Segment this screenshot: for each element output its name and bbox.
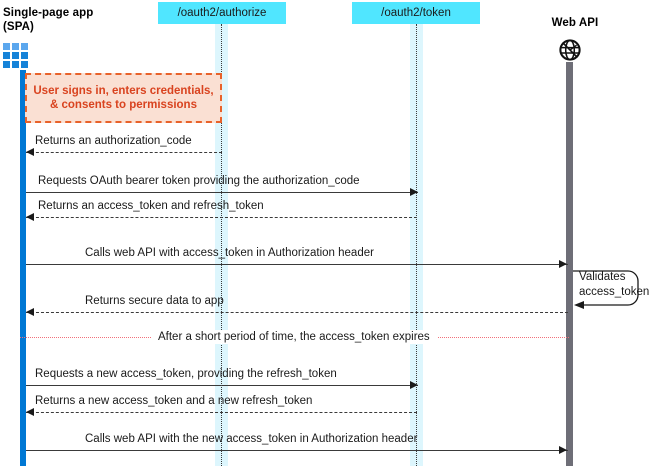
arrow-head-m1 [26,148,34,156]
lifeline-spa [20,70,26,466]
participant-label-spa: Single-page app (SPA) [3,6,93,34]
message-label-m3: Returns an access_token and refresh_toke… [38,200,264,212]
self-call-label-webapi: Validates access_token [579,270,649,300]
self-call-label-line1: Validates [579,271,626,283]
message-label-m1: Returns an authorization_code [35,135,192,147]
arrow-head-m2 [410,188,418,196]
arrow-head-m5 [26,308,34,316]
message-line-m4 [26,264,568,265]
message-line-m1 [26,152,222,153]
message-label-m5: Returns secure data to app [85,295,224,307]
participant-label-spa-line2: (SPA) [3,21,34,33]
arrow-head-m7 [26,408,34,416]
participant-label-spa-line1: Single-page app [3,7,94,19]
message-line-m3 [26,217,417,218]
message-line-m5 [26,312,568,313]
participant-box-authorize[interactable]: /oauth2/authorize [158,2,286,24]
message-line-m7 [26,412,417,413]
lifeline-webapi [566,62,573,466]
message-label-m6: Requests a new access_token, providing t… [35,368,337,380]
message-line-m2 [26,192,418,193]
app-grid-icon [3,43,31,71]
arrow-head-m3 [26,213,34,221]
self-call-loop-webapi [570,262,649,310]
note-user-consent: User signs in, enters credentials, & con… [25,73,222,123]
lifeline-token [416,24,417,466]
arrow-head-m8 [559,446,567,454]
participant-label-webapi: Web API [551,17,599,29]
arrow-head-m6 [410,381,418,389]
message-line-m8 [26,450,568,451]
message-line-m6 [26,385,418,386]
divider-label-expiry: After a short period of time, the access… [151,330,437,344]
message-label-m2: Requests OAuth bearer token providing th… [38,175,360,187]
message-label-m7: Returns a new access_token and a new ref… [35,395,313,407]
self-call-label-line2: access_token [579,286,649,298]
arrow-head-m4 [559,260,567,268]
message-label-m8: Calls web API with the new access_token … [85,433,418,445]
participant-box-token[interactable]: /oauth2/token [352,2,480,24]
globe-icon [558,38,582,62]
message-label-m4: Calls web API with access_token in Autho… [85,247,374,259]
lifeline-authorize [221,24,222,466]
